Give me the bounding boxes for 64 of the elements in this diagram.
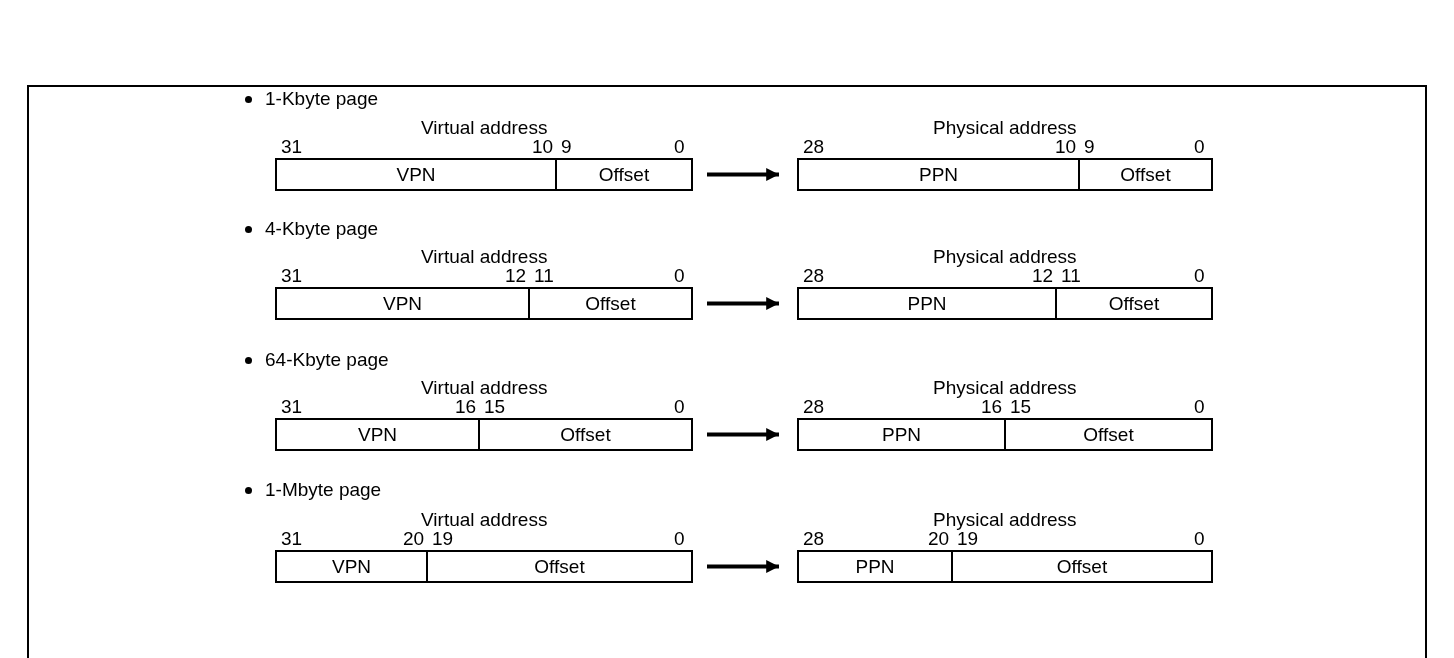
field-label: Offset (598, 163, 650, 186)
field-label: VPN (331, 555, 372, 578)
section-heading: 64-Kbyte page (265, 350, 389, 370)
register-title: Virtual address (421, 510, 548, 530)
register-title: Physical address (933, 118, 1077, 138)
bit-number: 15 (484, 397, 506, 417)
bit-number: 19 (432, 529, 454, 549)
bit-number: 0 (674, 397, 685, 417)
field-label: VPN (396, 163, 436, 186)
arrow (707, 560, 779, 573)
bit-number: 0 (674, 266, 685, 286)
bit-number: 11 (534, 266, 554, 286)
arrow (707, 428, 779, 441)
register-title: Physical address (933, 510, 1077, 530)
field-label: VPN (382, 292, 423, 315)
section-heading: 4-Kbyte page (265, 219, 379, 239)
bit-number: 9 (561, 137, 572, 157)
bit-number: 16 (981, 397, 1003, 417)
section-heading: 1-Mbyte page (265, 480, 382, 500)
bit-number: 28 (803, 397, 825, 417)
bit-number: 31 (281, 137, 303, 157)
bit-number: 0 (1194, 397, 1205, 417)
bit-number: 19 (957, 529, 979, 549)
bit-number: 0 (1194, 137, 1205, 157)
bit-number: 31 (281, 266, 303, 286)
field-label: PPN (855, 555, 895, 578)
arrow (707, 168, 779, 181)
bit-number: 20 (928, 529, 950, 549)
bit-number: 9 (1084, 137, 1095, 157)
field-label: Offset (1056, 555, 1108, 578)
field-label: Offset (1120, 163, 1171, 186)
arrow (707, 297, 779, 310)
bit-number: 0 (1194, 529, 1205, 549)
bit-number: 0 (1194, 266, 1205, 286)
bit-number: 28 (803, 529, 825, 549)
bit-number: 12 (505, 266, 527, 286)
field-label: Offset (1083, 423, 1134, 446)
field-label: Offset (585, 292, 636, 315)
bit-number: 28 (803, 137, 825, 157)
field-label: Offset (534, 555, 585, 578)
bit-number: 10 (532, 137, 554, 157)
bit-number: 20 (403, 529, 425, 549)
bit-number: 0 (674, 137, 685, 157)
bit-number: 31 (281, 529, 303, 549)
bit-number: 10 (1055, 137, 1077, 157)
field-label: PPN (918, 163, 959, 186)
section-heading: 1-Kbyte page (265, 89, 379, 109)
field-label: PPN (907, 292, 947, 315)
bit-number: 12 (1032, 266, 1054, 286)
register-title: Physical address (933, 247, 1077, 267)
bit-number: 11 (1061, 266, 1081, 286)
register-title: Virtual address (421, 247, 548, 267)
register-title: Virtual address (421, 118, 548, 138)
register-title: Virtual address (421, 378, 548, 398)
bit-number: 16 (455, 397, 477, 417)
bit-number: 15 (1010, 397, 1032, 417)
bit-number: 31 (281, 397, 303, 417)
field-label: VPN (357, 423, 398, 446)
bit-number: 28 (803, 266, 825, 286)
field-label: Offset (560, 423, 611, 446)
register-title: Physical address (933, 378, 1077, 398)
bit-number: 0 (674, 529, 685, 549)
field-label: Offset (1108, 292, 1160, 315)
field-label: PPN (881, 423, 922, 446)
